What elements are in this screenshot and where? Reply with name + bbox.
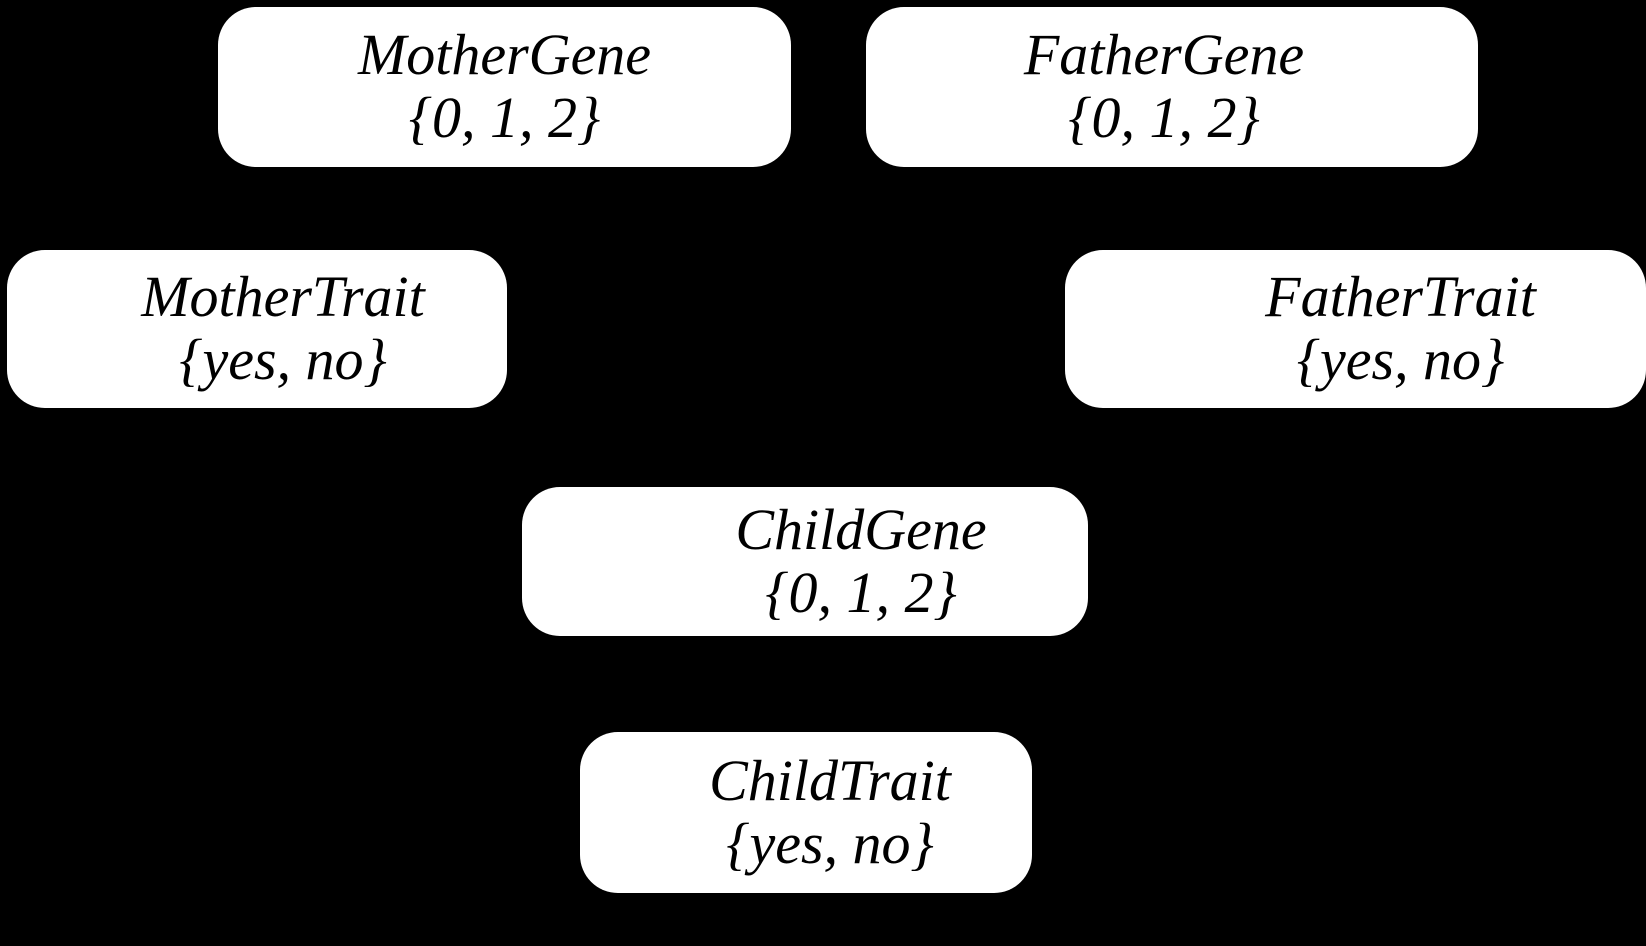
- node-domain: {yes, no}: [726, 810, 934, 876]
- node-child-gene[interactable]: ChildGene {0, 1, 2}: [522, 487, 1088, 636]
- node-domain: {0, 1, 2}: [1068, 85, 1260, 150]
- node-mother-gene[interactable]: MotherGene {0, 1, 2}: [218, 7, 791, 167]
- node-domain: {0, 1, 2}: [765, 559, 957, 625]
- node-title: FatherTrait: [1265, 264, 1536, 330]
- node-title: FatherGene: [1023, 22, 1305, 88]
- node-domain: {yes, no}: [179, 327, 387, 392]
- node-father-trait[interactable]: FatherTrait {yes, no}: [1065, 250, 1646, 408]
- node-title: MotherTrait: [141, 264, 425, 330]
- node-domain: {yes, no}: [1296, 327, 1505, 392]
- node-title: ChildTrait: [709, 747, 951, 813]
- node-mother-trait[interactable]: MotherTrait {yes, no}: [7, 250, 507, 408]
- node-domain: {0, 1, 2}: [408, 85, 601, 150]
- node-father-gene[interactable]: FatherGene {0, 1, 2}: [866, 7, 1478, 167]
- node-title: ChildGene: [735, 496, 987, 562]
- node-title: MotherGene: [357, 22, 652, 88]
- node-child-trait[interactable]: ChildTrait {yes, no}: [580, 732, 1032, 893]
